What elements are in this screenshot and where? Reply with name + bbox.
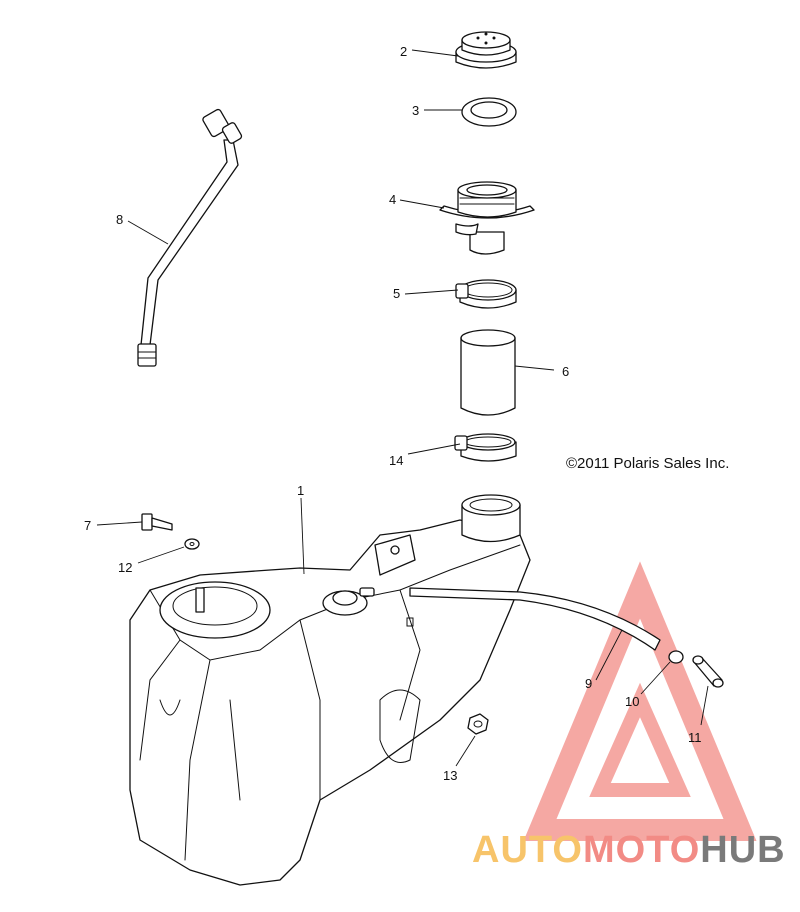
vent-fitting[interactable] [692,655,724,688]
fuel-tank[interactable] [129,494,531,886]
callout-8: 8 [116,212,123,227]
watermark-text: AUTOMOTOHUB [472,829,786,871]
vent-cap[interactable] [668,650,684,664]
hose-clamp-lower[interactable] [454,433,517,462]
callout-1: 1 [297,483,304,498]
hose-clamp-upper[interactable] [455,279,517,309]
gasket-ring[interactable] [461,97,517,127]
callout-11: 11 [688,730,702,745]
callout-13: 13 [443,768,457,783]
callout-5: 5 [393,286,400,301]
vent-hose[interactable] [409,587,661,651]
filler-hose[interactable] [460,329,516,416]
callout-14: 14 [389,453,403,468]
leader-lines [96,49,709,767]
callout-9: 9 [585,676,592,691]
vent-line[interactable] [137,108,243,367]
copyright-text: ©2011 Polaris Sales Inc. [566,455,729,472]
watermark-logo [523,561,757,841]
callout-10: 10 [625,694,639,709]
callout-12: 12 [118,560,132,575]
fuel-cap[interactable] [455,31,517,69]
bolt[interactable] [141,513,173,531]
watermark-auto: AUTO [472,829,583,871]
washer[interactable] [184,538,200,550]
callout-6: 6 [562,364,569,379]
watermark-hub: HUB [700,829,785,871]
callout-2: 2 [400,44,407,59]
callout-labels: 1 2 3 4 5 6 7 8 9 10 11 12 13 14 [84,44,702,783]
callout-3: 3 [412,103,419,118]
callout-7: 7 [84,518,91,533]
callout-4: 4 [389,192,396,207]
filler-neck[interactable] [439,181,535,255]
watermark-moto: MOTO [583,829,700,871]
nut[interactable] [467,713,489,735]
